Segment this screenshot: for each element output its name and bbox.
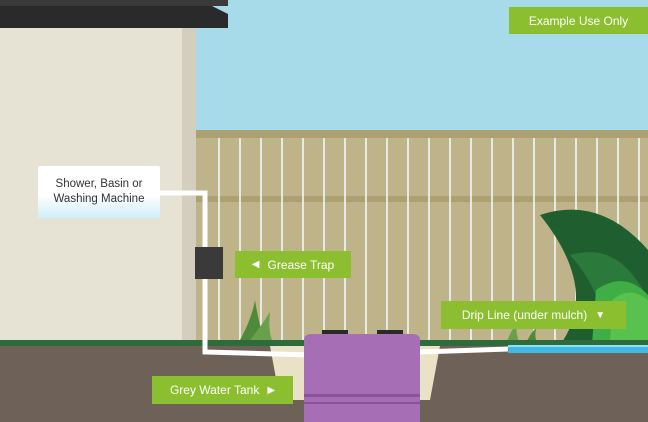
pipe: [419, 346, 511, 355]
fence-gap: [386, 138, 388, 345]
grey-water-tank-label: Grey Water Tank ▶: [152, 376, 293, 404]
drip-line-text: Drip Line (under mulch): [461, 308, 588, 322]
fence-gap: [407, 138, 409, 345]
fence-gap: [491, 138, 493, 345]
fence-gap: [449, 138, 451, 345]
fence-gap: [323, 138, 325, 345]
fence-gap: [428, 138, 430, 345]
grease-trap-label: ◀ Grease Trap: [235, 251, 351, 278]
fence-gap: [218, 138, 220, 345]
example-use-text: Example Use Only: [528, 13, 629, 28]
fence-gap: [512, 138, 514, 345]
example-use-badge: Example Use Only: [509, 7, 648, 34]
drip-line-highlight: [508, 345, 648, 347]
grey-water-tank: [304, 330, 420, 422]
fence-gap: [554, 138, 556, 345]
arrow-down-icon: ▼: [595, 309, 606, 321]
fence-gap: [365, 138, 367, 345]
house: [0, 0, 228, 345]
fence-gap: [302, 138, 304, 345]
drip-line: [508, 345, 648, 353]
drip-line-label: Drip Line (under mulch) ▼: [441, 301, 626, 329]
arrow-left-icon: ◀: [251, 259, 260, 270]
fence-gap: [239, 138, 241, 345]
fence-gap: [281, 138, 283, 345]
source-fixtures-box: Shower, Basin or Washing Machine: [38, 166, 160, 218]
fence-gap: [533, 138, 535, 345]
source-line-2: Washing Machine: [53, 193, 145, 205]
arrow-right-icon: ▶: [267, 384, 276, 396]
source-line-1: Shower, Basin or: [55, 178, 143, 190]
grease-trap-text: Grease Trap: [267, 257, 335, 272]
grease-trap: [195, 247, 223, 279]
grey-water-tank-text: Grey Water Tank: [169, 383, 260, 397]
fence-gap: [344, 138, 346, 345]
fence-gap: [260, 138, 262, 345]
fence-gap: [470, 138, 472, 345]
pipe: [160, 190, 208, 250]
pipe: [202, 278, 311, 358]
